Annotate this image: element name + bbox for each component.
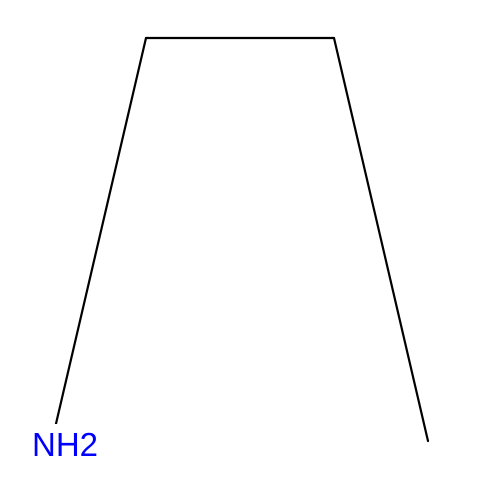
atom-label-backdrop	[32, 424, 92, 460]
bond-c2-c3	[332, 36, 430, 443]
bond-n-c1	[53, 36, 148, 430]
atom-label-nh2: NH2	[32, 426, 98, 463]
